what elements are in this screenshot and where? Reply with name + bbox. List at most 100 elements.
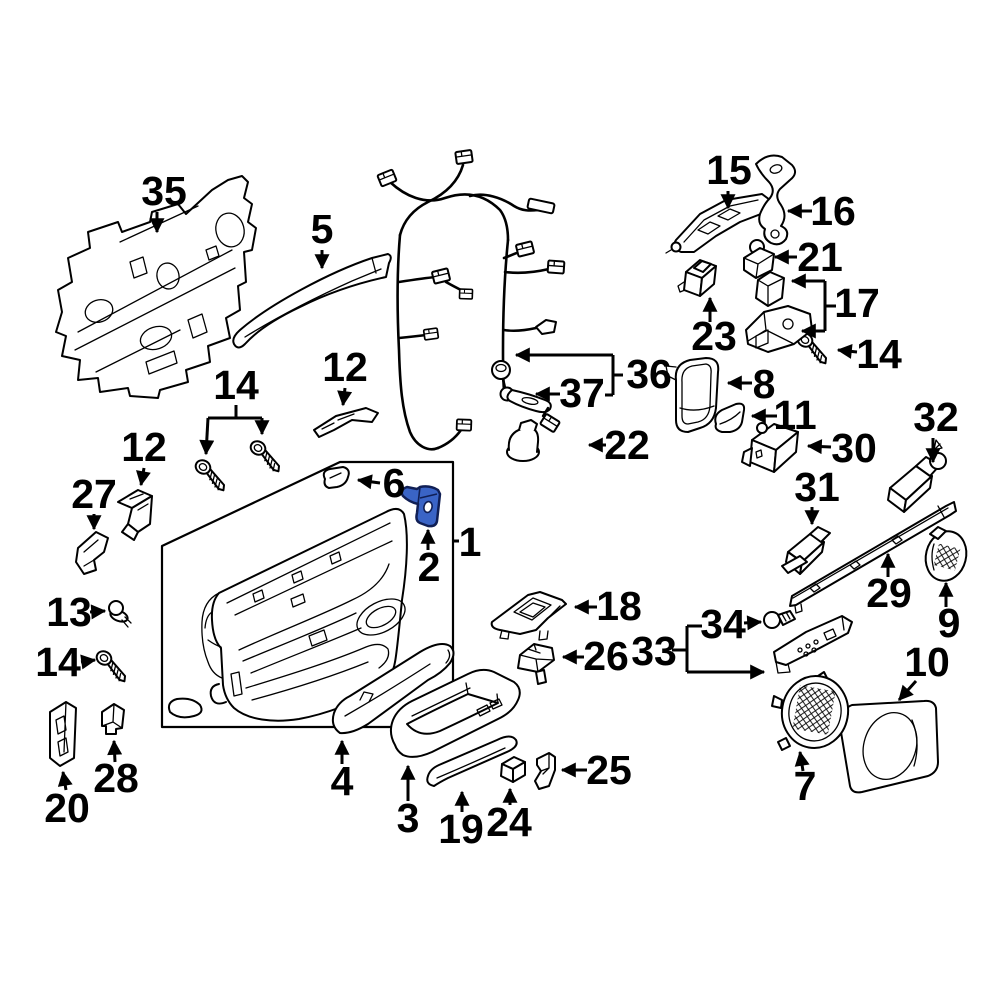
callout-13[interactable]: 13 <box>46 589 107 635</box>
part-28-block[interactable] <box>101 703 125 735</box>
callout-1[interactable]: 1 <box>453 519 481 565</box>
wiring-harness[interactable] <box>376 148 566 451</box>
callout-10[interactable]: 10 <box>897 639 950 702</box>
svg-text:6[interactable]: 6 <box>383 460 406 506</box>
svg-text:16[interactable]: 16 <box>810 188 856 234</box>
part-9-tweeter[interactable] <box>921 526 972 585</box>
callout-34[interactable]: 34 <box>700 601 763 647</box>
callout-19[interactable]: 19 <box>438 790 484 852</box>
callout-4[interactable]: 4 <box>331 739 354 804</box>
callout-12-center[interactable]: 12 <box>322 344 368 407</box>
svg-text:21[interactable]: 21 <box>797 234 843 280</box>
svg-text:32[interactable]: 32 <box>913 394 959 440</box>
callout-9[interactable]: 9 <box>938 581 961 646</box>
svg-text:28[interactable]: 28 <box>93 755 139 801</box>
part-7-speaker[interactable] <box>771 671 854 753</box>
part-12-clip-left[interactable] <box>117 489 153 541</box>
callout-23[interactable]: 23 <box>691 296 737 359</box>
callout-15[interactable]: 15 <box>706 147 752 210</box>
part-32-connector[interactable] <box>887 439 947 513</box>
callout-27[interactable]: 27 <box>71 471 117 531</box>
svg-text:8[interactable]: 8 <box>753 361 776 407</box>
callout-30[interactable]: 30 <box>806 425 877 471</box>
callout-21[interactable]: 21 <box>773 234 843 280</box>
svg-text:1[interactable]: 1 <box>459 519 482 565</box>
callout-31[interactable]: 31 <box>794 464 840 526</box>
callout-26[interactable]: 26 <box>561 633 629 679</box>
part-12-clip-center[interactable] <box>313 407 379 438</box>
callout-2[interactable]: 2 <box>418 528 441 590</box>
callout-32[interactable]: 32 <box>913 394 959 464</box>
svg-text:12[interactable]: 12 <box>121 424 167 470</box>
callout-5[interactable]: 5 <box>311 206 334 270</box>
svg-text:33[interactable]: 33 <box>631 628 677 674</box>
svg-text:30[interactable]: 30 <box>831 425 877 471</box>
callout-37[interactable]: 37 <box>534 370 605 416</box>
callout-28[interactable]: 28 <box>93 739 139 801</box>
svg-text:31[interactable]: 31 <box>794 464 840 510</box>
part-1-door-trim-panel[interactable] <box>167 508 411 722</box>
callout-6[interactable]: 6 <box>356 460 406 506</box>
svg-text:15[interactable]: 15 <box>706 147 752 193</box>
part-21-switch[interactable] <box>743 239 775 279</box>
svg-text:14[interactable]: 14 <box>35 639 81 685</box>
callout-29[interactable]: 29 <box>866 552 912 616</box>
part-16-bracket[interactable] <box>755 154 796 246</box>
callout-3[interactable]: 3 <box>397 764 420 841</box>
part-4-armrest[interactable] <box>331 643 455 735</box>
callout-22[interactable]: 22 <box>587 422 650 468</box>
callout-33[interactable]: 33 <box>631 624 766 680</box>
callout-8[interactable]: 8 <box>726 361 776 407</box>
svg-text:37[interactable]: 37 <box>559 370 605 416</box>
svg-text:9[interactable]: 9 <box>938 600 961 646</box>
part-33-lamp-unit[interactable] <box>773 615 853 674</box>
callout-7[interactable]: 7 <box>794 750 817 809</box>
callout-35[interactable]: 35 <box>141 168 187 234</box>
callout-17[interactable]: 17 <box>790 273 880 339</box>
part-3-pull-handle-trim[interactable] <box>389 668 521 758</box>
part-34-bulb[interactable] <box>763 610 796 629</box>
svg-text:17[interactable]: 17 <box>834 280 880 326</box>
part-26-switch[interactable] <box>517 643 555 685</box>
part-13-fastener[interactable] <box>108 600 132 628</box>
svg-text:4[interactable]: 4 <box>331 758 354 804</box>
svg-text:24[interactable]: 24 <box>486 799 532 845</box>
svg-text:12[interactable]: 12 <box>322 344 368 390</box>
svg-text:36[interactable]: 36 <box>626 351 672 397</box>
callout-14-left[interactable]: 14 <box>35 639 97 685</box>
svg-text:11[interactable]: 11 <box>773 392 816 438</box>
svg-text:20[interactable]: 20 <box>44 785 90 831</box>
callout-20[interactable]: 20 <box>44 770 90 831</box>
part-30-module[interactable] <box>741 422 799 473</box>
callout-11[interactable]: 11 <box>750 392 817 438</box>
part-25-block[interactable] <box>534 752 556 790</box>
part-18-tray[interactable] <box>490 591 567 641</box>
callout-18[interactable]: 18 <box>573 583 642 629</box>
svg-text:25[interactable]: 25 <box>586 747 632 793</box>
part-15-switch-bezel[interactable] <box>665 193 771 254</box>
part-17-lock-block[interactable] <box>755 271 785 307</box>
part-10-speaker-cover[interactable] <box>838 699 939 794</box>
callout-25[interactable]: 25 <box>560 747 632 793</box>
svg-text:34[interactable]: 34 <box>700 601 746 647</box>
svg-text:19[interactable]: 19 <box>438 806 484 852</box>
svg-text:27[interactable]: 27 <box>71 471 117 517</box>
part-5-molding-strip[interactable] <box>232 253 392 349</box>
svg-text:7[interactable]: 7 <box>794 763 817 809</box>
callout-36[interactable]: 36 <box>514 347 672 397</box>
part-35-insulation-panel[interactable] <box>55 175 257 399</box>
callout-14-center[interactable]: 14 <box>199 362 270 456</box>
part-31-connector[interactable] <box>781 526 831 575</box>
svg-text:22[interactable]: 22 <box>604 422 650 468</box>
svg-text:23[interactable]: 23 <box>691 313 737 359</box>
part-23-switch[interactable] <box>677 259 717 297</box>
part-29-sill-strip[interactable] <box>789 501 957 614</box>
part-11-pad[interactable] <box>714 402 746 433</box>
callout-16[interactable]: 16 <box>786 188 856 234</box>
svg-text:29[interactable]: 29 <box>866 570 912 616</box>
part-6-clip[interactable] <box>322 466 350 489</box>
svg-text:18[interactable]: 18 <box>596 583 642 629</box>
svg-text:26[interactable]: 26 <box>583 633 629 679</box>
svg-text:5[interactable]: 5 <box>311 206 334 252</box>
callout-12-left[interactable]: 12 <box>121 424 167 487</box>
